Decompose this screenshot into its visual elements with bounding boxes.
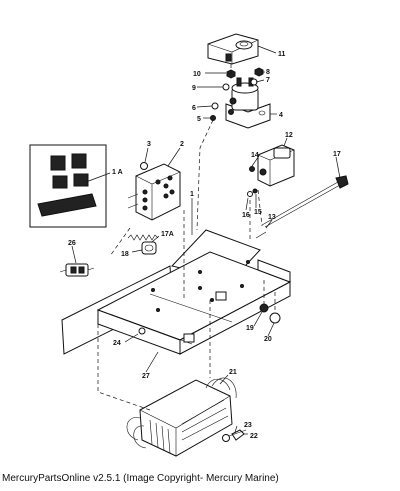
part-16-washer (247, 191, 253, 197)
callout-20: 20 (264, 336, 272, 343)
callout-24: 24 (113, 340, 121, 347)
part-26-connector (59, 263, 95, 277)
callouts: 11 8 7 10 9 6 5 4 12 14 17 3 2 1 A 1 16 … (68, 51, 341, 440)
callout-1: 1 (190, 191, 194, 198)
callout-14: 14 (251, 152, 259, 159)
callout-2: 2 (180, 141, 184, 148)
callout-12: 12 (285, 132, 293, 139)
assembly-lines (97, 64, 276, 411)
callout-19: 19 (246, 325, 254, 332)
callout-26: 26 (68, 240, 76, 247)
copyright-caption: MercuryPartsOnline v2.5.1 (Image Copyrig… (2, 473, 279, 484)
leader-lines (71, 45, 341, 435)
part-27-tray (61, 229, 292, 355)
part-18-grommet (141, 241, 157, 255)
callout-18: 18 (121, 251, 129, 258)
callout-4: 4 (279, 112, 283, 119)
part-17-bolt (261, 175, 349, 228)
part-3-screw (140, 162, 148, 170)
part-24-washer (138, 327, 146, 335)
callout-21: 21 (229, 369, 237, 376)
callout-3: 3 (147, 141, 151, 148)
callout-15: 15 (254, 209, 262, 216)
part-22-screw (222, 429, 247, 442)
callout-16: 16 (242, 212, 250, 219)
callout-27: 27 (142, 373, 150, 380)
callout-23: 23 (244, 422, 252, 429)
part-20-washer (269, 312, 281, 324)
callout-6: 6 (192, 105, 196, 112)
callout-7: 7 (266, 77, 270, 84)
callout-11: 11 (278, 51, 286, 58)
part-21-rectifier (126, 377, 237, 457)
callout-1a: 1 A (112, 169, 123, 176)
callout-13: 13 (268, 214, 276, 221)
part-19-nut (259, 303, 269, 313)
part-11-bracket (207, 33, 259, 65)
callout-17a: 17A (161, 231, 174, 238)
callout-17: 17 (333, 151, 341, 158)
part-15-screw (252, 188, 258, 194)
part-17a-spring (127, 234, 159, 241)
part-2-terminal-block (127, 163, 181, 221)
part-12-relay (257, 144, 295, 187)
part-4-solenoid (225, 77, 271, 129)
part-14-nut (249, 166, 255, 172)
part-1a-decals (29, 144, 107, 228)
callout-8: 8 (266, 69, 270, 76)
part-13-screw (255, 231, 267, 239)
callout-9: 9 (192, 85, 196, 92)
callout-10: 10 (193, 71, 201, 78)
callout-22: 22 (250, 433, 258, 440)
callout-5: 5 (197, 116, 201, 123)
